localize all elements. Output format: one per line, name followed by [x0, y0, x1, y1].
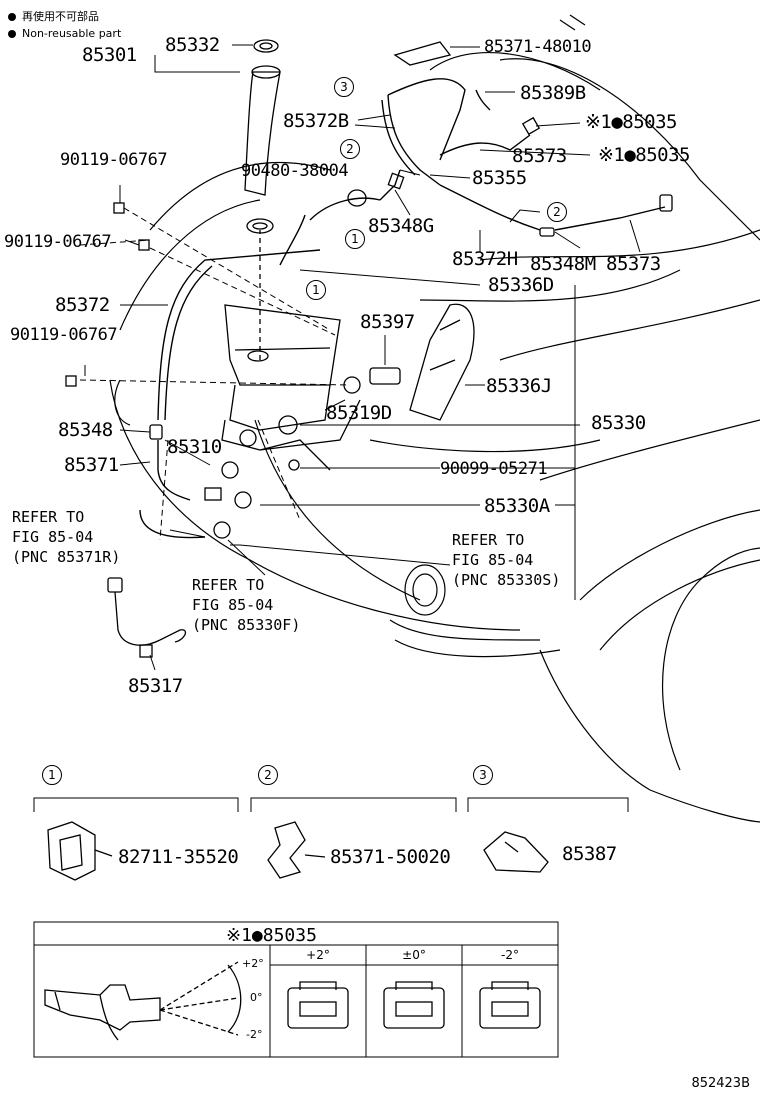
- part-85372H: 85372H: [452, 248, 518, 270]
- clip-85387: 85387: [562, 843, 617, 865]
- figure-number: 852423B: [691, 1076, 750, 1091]
- cover-85336J: [409, 303, 475, 421]
- part-85336D: 85336D: [488, 274, 554, 296]
- part-85336J: 85336J: [486, 375, 552, 397]
- refer-note-85330F: REFER TO FIG 85-04 (PNC 85330F): [192, 576, 301, 634]
- legend-text-en: Non-reusable part: [22, 27, 122, 40]
- part-85389B: 85389B: [520, 82, 586, 104]
- pump-motors: [204, 367, 401, 539]
- clip-callout-3: 3: [473, 765, 493, 785]
- clip-85371-50020: 85371-50020: [330, 846, 451, 868]
- leader-lines: [79, 44, 641, 671]
- part-85372B: 85372B: [283, 110, 349, 132]
- angle-plus2: +2°: [242, 957, 264, 970]
- part-85310: 85310: [167, 436, 222, 458]
- part-85348M: 85348M: [530, 253, 596, 275]
- callout-2: 2: [547, 202, 567, 222]
- part-85348: 85348: [58, 419, 113, 441]
- part-85317: 85317: [128, 675, 183, 697]
- clip-82711-35520: 82711-35520: [118, 846, 239, 868]
- part-85397: 85397: [360, 311, 415, 333]
- nozzle-header-plus2: +2°: [306, 948, 330, 962]
- legend-text-jp: 再使用不可部品: [22, 10, 99, 23]
- part-90119-06767-c: 90119-06767: [10, 325, 118, 345]
- reservoir-assembly: [221, 39, 361, 471]
- clip-callout-2: 2: [258, 765, 278, 785]
- callout-2: 2: [340, 139, 360, 159]
- part-85348G: 85348G: [368, 215, 434, 237]
- clip-section-frames: [33, 797, 629, 812]
- part-85372: 85372: [55, 294, 110, 316]
- nozzle-table-frame: [33, 921, 559, 1058]
- upper-bracket: [149, 41, 673, 440]
- part-85330: 85330: [591, 412, 646, 434]
- nozzle-table-title: ※1●85035: [226, 925, 317, 946]
- nozzle-header-0: ±0°: [402, 948, 426, 962]
- part-85355: 85355: [472, 167, 527, 189]
- nozzle-header-minus2: -2°: [501, 948, 519, 962]
- clip-callout-1: 1: [42, 765, 62, 785]
- nozzle-views: [287, 981, 541, 1029]
- part-85330A: 85330A: [484, 495, 550, 517]
- angle-minus2: -2°: [246, 1028, 263, 1041]
- part-85301: 85301: [82, 44, 137, 66]
- bullet-icon: [8, 30, 16, 38]
- part-85332: 85332: [165, 34, 220, 56]
- refer-note-85330S: REFER TO FIG 85-04 (PNC 85330S): [452, 531, 561, 589]
- part-90099-05271: 90099-05271: [440, 459, 548, 479]
- bullet-icon: [8, 13, 16, 21]
- callout-1: 1: [306, 280, 326, 300]
- part-85371-48010: 85371-48010: [484, 37, 592, 57]
- part-90119-06767-b: 90119-06767: [4, 232, 112, 252]
- part-85373-lower: 85373: [606, 253, 661, 275]
- part-85371: 85371: [64, 454, 119, 476]
- part-90480-38004: 90480-38004: [241, 161, 349, 181]
- part-90119-06767-a: 90119-06767: [60, 150, 168, 170]
- level-sensor-85317: [107, 577, 187, 658]
- part-85035-upper: ※1●85035: [585, 111, 678, 133]
- angle-0: 0°: [250, 991, 263, 1004]
- callout-3: 3: [334, 77, 354, 97]
- legend-line-jp: 再使用不可部品: [8, 10, 99, 23]
- part-85319D: 85319D: [326, 402, 392, 424]
- legend-line-en: Non-reusable part: [8, 27, 121, 40]
- nozzle-drawing: [44, 961, 242, 1041]
- refer-note-85371R: REFER TO FIG 85-04 (PNC 85371R): [12, 508, 121, 566]
- part-85373-upper: 85373: [512, 145, 567, 167]
- part-85035-lower: ※1●85035: [598, 144, 691, 166]
- clip-drawings: [47, 821, 549, 881]
- callout-1: 1: [345, 229, 365, 249]
- washer-hoses: [139, 78, 666, 539]
